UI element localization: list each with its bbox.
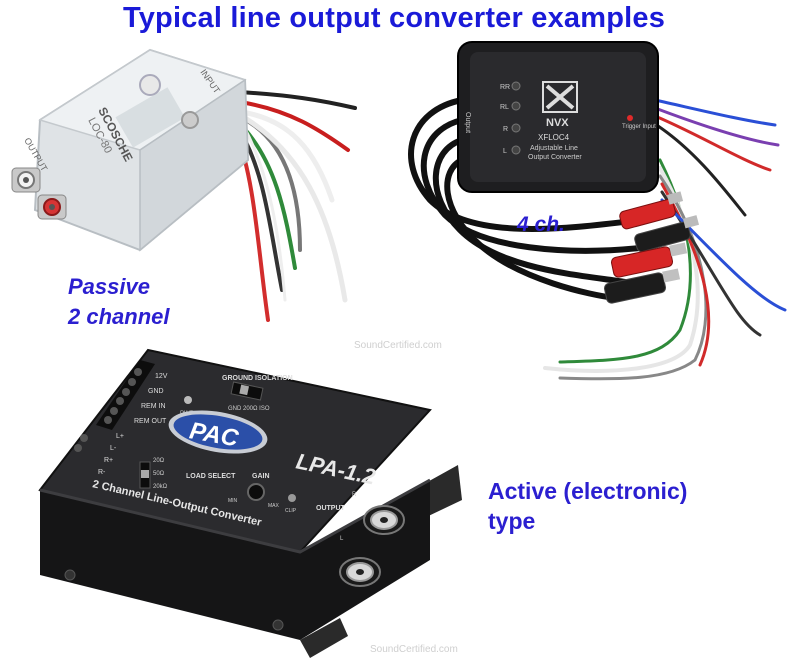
- nvx-trigger-led: [627, 115, 633, 121]
- nvx-ch-rr: RR: [500, 84, 510, 91]
- pac-terminal-labels: 12V GND REM IN REM OUT L+ L- R+ R-: [98, 373, 168, 476]
- pac-term-rminus: R-: [98, 469, 106, 476]
- pac-clip-label: CLIP: [285, 508, 297, 514]
- nvx-ch-rl: RL: [500, 104, 509, 111]
- nvx-rca-plugs: [604, 191, 700, 304]
- pac-body-front: [40, 480, 430, 640]
- nvx-converter: NVX XFLOC4 Adjustable Line Output Conver…: [408, 41, 787, 381]
- passive-caption-line1: Passive: [68, 274, 150, 299]
- watermark-top: SoundCertified.com: [354, 340, 442, 351]
- pac-term-remout: REM OUT: [134, 418, 167, 425]
- pac-converter: 12V GND REM IN REM OUT L+ L- R+ R- GROUN…: [38, 348, 462, 658]
- pac-load-switch: [139, 461, 151, 489]
- nvx-brand: NVX: [546, 117, 569, 129]
- pac-term-gnd: GND: [148, 388, 164, 395]
- nvx-output-label: Output: [464, 112, 471, 133]
- pac-gain-min: MIN: [228, 498, 238, 504]
- nvx-wires: [543, 98, 787, 381]
- pac-out-r: R: [352, 492, 357, 498]
- nvx-desc1: Adjustable Line: [530, 145, 578, 152]
- nvx-ch-r: R: [503, 126, 508, 133]
- pac-ground-opts: GND 200Ω ISO: [228, 406, 270, 412]
- passive-converter: SCOSCHE LOC-80 INPUT OUTPUT: [11, 48, 357, 322]
- nvx-model: XFLOC4: [538, 133, 570, 142]
- pac-gain-max: MAX: [268, 503, 280, 509]
- passive-wires: [234, 90, 357, 322]
- active-caption-line2: type: [488, 508, 536, 534]
- passive-caption: Passive 2 channel: [68, 272, 169, 332]
- nvx-desc2: Output Converter: [528, 154, 582, 161]
- four-channel-caption: 4 ch.: [517, 213, 565, 236]
- nvx-channel-knobs: RR RL R L: [500, 81, 521, 155]
- passive-rca-jacks: [11, 167, 67, 220]
- pac-logo-badge: PAC: [168, 410, 268, 454]
- watermark-bottom: SoundCertified.com: [370, 644, 458, 655]
- pac-terminal-block: [74, 360, 155, 452]
- pac-gain-knob: [247, 483, 265, 501]
- nvx-output-cables: [408, 97, 643, 301]
- pac-load-label: LOAD SELECT: [186, 473, 236, 480]
- pac-pwr-led: [184, 396, 192, 404]
- nvx-ch-l: L: [503, 148, 507, 155]
- pac-term-remin: REM IN: [141, 403, 166, 410]
- page-title: Typical line output converter examples: [122, 2, 666, 34]
- pac-rca-outputs: [339, 505, 405, 587]
- pac-mount-tab: [300, 618, 348, 658]
- pac-load-opt-20: 20Ω: [153, 458, 165, 464]
- passive-caption-line2: 2 channel: [68, 304, 170, 329]
- pac-term-lplus: L+: [116, 433, 124, 440]
- pac-term-rplus: R+: [104, 457, 113, 464]
- pac-load-opt-50: 50Ω: [153, 471, 165, 477]
- active-caption: Active (electronic) type: [488, 476, 687, 536]
- nvx-trigger-label: Trigger Input: [622, 124, 656, 130]
- pac-output-label: OUTPUT: [316, 505, 346, 512]
- pac-term-lminus: L-: [110, 445, 117, 452]
- pac-load-opt-20k: 20kΩ: [153, 484, 168, 490]
- nvx-logo-icon: [542, 81, 578, 113]
- pac-out-l: L: [340, 536, 344, 542]
- pac-ground-switch: [230, 381, 264, 401]
- pac-term-12v: 12V: [155, 373, 168, 380]
- pac-ground-label: GROUND ISOLATION: [222, 375, 293, 382]
- active-caption-line1: Active (electronic): [488, 478, 688, 504]
- pac-gain-label: GAIN: [252, 473, 270, 480]
- pac-clip-led: [288, 494, 296, 502]
